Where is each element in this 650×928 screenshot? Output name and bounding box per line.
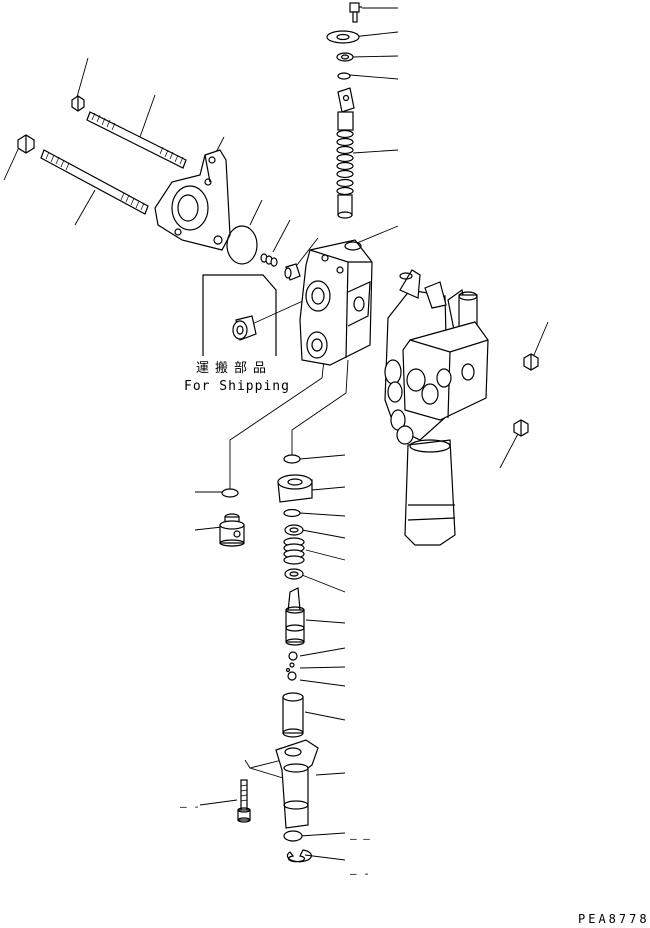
drawing-code: PEA8778: [578, 912, 650, 926]
spool: [336, 87, 355, 219]
snap-ring: [286, 849, 312, 863]
dash-mark-lower-1: – –: [350, 832, 370, 845]
poppet: [285, 587, 305, 646]
shipping-label-en: For Shipping: [184, 379, 290, 394]
spring: [283, 537, 305, 565]
o-ring-small: [337, 72, 351, 80]
relief-plug: [219, 513, 245, 547]
leader-lines: [3, 7, 549, 861]
tie-rod-lower: [40, 149, 149, 215]
nut-right-upper: [523, 353, 539, 371]
seal-ring: [284, 524, 304, 536]
cap-bolt: [237, 779, 251, 823]
plug: [284, 263, 301, 281]
o-ring-lower-1: [283, 454, 301, 464]
cover-plate: [326, 30, 360, 44]
shipping-label-jp: 運搬部品: [196, 361, 273, 376]
spring-seat: [284, 568, 304, 580]
tie-rod-upper: [86, 111, 187, 169]
dash-mark-left: – -: [180, 800, 200, 813]
end-cover: [154, 149, 231, 251]
o-ring-left: [221, 488, 239, 498]
shipping-box: [202, 274, 277, 356]
assembled-valve: [384, 269, 489, 546]
valve-body: [299, 239, 373, 366]
o-ring-large: [226, 225, 258, 265]
nut-lower: [17, 134, 35, 154]
nut-right-lower: [513, 419, 529, 437]
piston-cap: [277, 474, 313, 503]
dash-mark-lower-2: – -: [350, 867, 370, 880]
washer: [336, 52, 354, 62]
small-spring: [260, 253, 278, 267]
o-ring-lower-2: [283, 508, 301, 518]
sleeve: [282, 692, 304, 738]
nut-upper: [71, 95, 85, 112]
small-balls: [285, 651, 298, 681]
housing: [275, 739, 319, 829]
top-bolt: [349, 2, 362, 23]
o-ring-bottom: [283, 830, 303, 842]
